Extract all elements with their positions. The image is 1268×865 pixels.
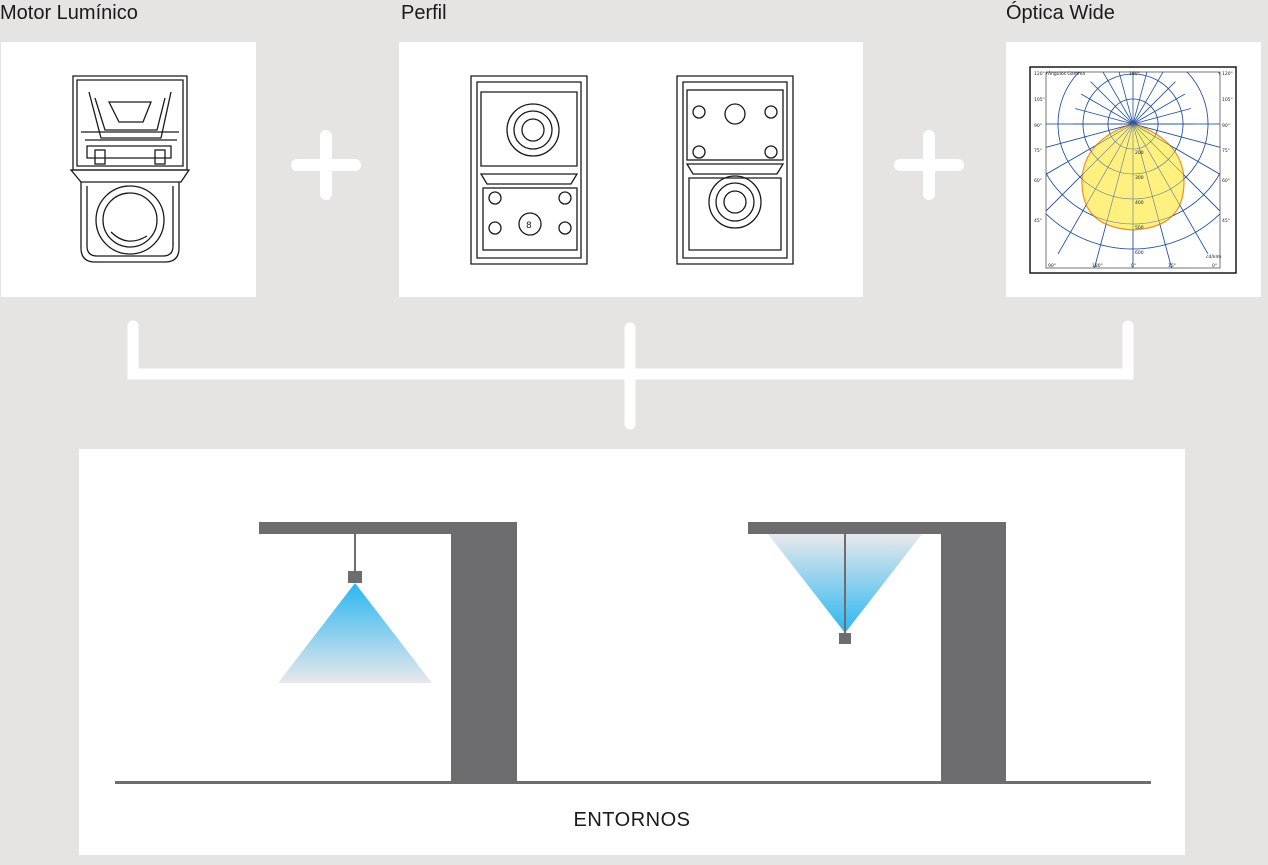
polar-grid-line (1046, 123, 1134, 212)
polar-corner-label: 105° (1222, 97, 1233, 103)
polar-radial-value: 500 (1135, 225, 1144, 231)
pendant-cable-left (354, 534, 356, 571)
pendant-luminaire-left (348, 571, 362, 583)
wall-right (941, 522, 1006, 783)
perfil-drawing: 8 (470, 75, 794, 265)
polar-radial-value: 600 (1135, 250, 1144, 256)
pendant-luminaire-right (839, 633, 851, 644)
polar-corner-label: 90° (1222, 123, 1230, 129)
plus-icon (894, 130, 964, 200)
motor-luminico-card (1, 42, 256, 297)
polar-grid-line (1132, 123, 1172, 268)
polar-grid-line (1132, 123, 1220, 175)
polar-corner-label: 45° (1222, 218, 1230, 224)
polar-radial-value: 200 (1135, 150, 1144, 156)
polar-corner-label: 45° (1034, 218, 1042, 224)
motor-luminico-drawing (69, 75, 191, 263)
connector-bracket (127, 320, 1134, 430)
polar-grid-line (1057, 123, 1134, 255)
pendant-cable-right (844, 534, 846, 633)
polar-corner-label: 120° (1222, 71, 1233, 77)
polar-bottom-label: 0° (1212, 263, 1217, 269)
optica-wide-card: 120° 120° 105° 105° 90° 90° 75° 75° 60° … (1006, 42, 1261, 297)
svg-text:8: 8 (526, 221, 532, 231)
scene-illustration (115, 522, 1151, 784)
polar-title: Ángulos Gamma (1048, 70, 1085, 77)
polar-corner-label: 120° (1034, 71, 1045, 77)
polar-grid-line (1132, 123, 1209, 255)
profile-right (676, 75, 794, 265)
polar-radial-value: 300 (1135, 175, 1144, 181)
optica-wide-label: Óptica Wide (1006, 2, 1115, 24)
polar-grid-line (1132, 123, 1220, 212)
entornos-label: ENTORNOS (573, 809, 691, 831)
wall-left (451, 522, 517, 783)
motor-luminico-label: Motor Lumínico (0, 2, 138, 24)
polar-diagram: 120° 120° 105° 105° 90° 90° 75° 75° 60° … (1029, 66, 1237, 274)
perfil-label: Perfil (401, 2, 447, 24)
perfil-card: 8 (399, 42, 863, 297)
polar-grid-line (1132, 123, 1220, 148)
polar-corner-label: 60° (1034, 178, 1042, 184)
downlight-beam (278, 583, 432, 683)
polar-bottom-label: 90° (1048, 263, 1056, 269)
polar-bottom-label: 0° (1131, 263, 1136, 269)
polar-bottom-label: 180° (1092, 263, 1103, 269)
entornos-scene: ENTORNOS (79, 449, 1185, 855)
polar-grid-line (1046, 123, 1134, 148)
profile-left: 8 (470, 75, 588, 265)
polar-unit-note: cd/klm (1206, 254, 1221, 260)
polar-top-label: 180° (1129, 71, 1140, 77)
polar-corner-label: 90° (1034, 123, 1042, 129)
polar-bottom-label: 15° (1168, 263, 1176, 269)
plus-icon (291, 130, 361, 200)
polar-grid-line (1094, 123, 1134, 268)
polar-corner-label: 105° (1034, 97, 1045, 103)
polar-corner-label: 60° (1222, 178, 1230, 184)
polar-corner-label: 75° (1034, 148, 1042, 154)
polar-radial-value: 400 (1135, 200, 1144, 206)
floor-line (115, 781, 1151, 784)
polar-grid-line (1046, 123, 1134, 175)
polar-corner-label: 75° (1222, 148, 1230, 154)
